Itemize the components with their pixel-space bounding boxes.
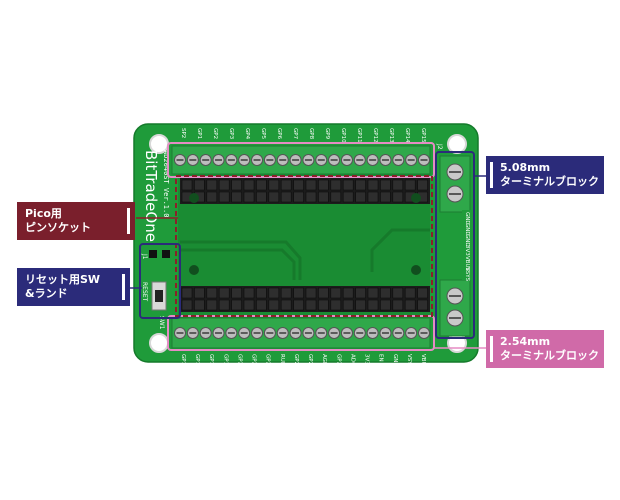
pin-label: GP20 xyxy=(236,354,242,369)
pico-header-top xyxy=(180,178,430,204)
highlight-terminal-508 xyxy=(435,151,475,339)
callout-terminal-508-line2: ターミナルブロック xyxy=(500,175,599,188)
callout-terminal-254: 2.54mm ターミナルブロック xyxy=(486,330,604,368)
reset-switch xyxy=(149,250,170,311)
pin-label: GP21 xyxy=(251,354,257,369)
model-silkscreen: AD2040ST Ver.1.0 xyxy=(162,150,170,217)
callout-reset-sw-line1: リセット用SW xyxy=(25,273,101,286)
side-pin-label: GND xyxy=(464,212,470,225)
sw1-silkscreen: SW1 xyxy=(158,316,165,330)
pin-label: GP13 xyxy=(388,128,394,143)
pin-label: GP16 xyxy=(180,354,186,369)
pcb-board: BitTradeOne AD2040ST Ver.1.0 RESET SW1 J… xyxy=(133,123,479,370)
pin-label: GP9 xyxy=(324,128,330,140)
pin-label: GP22 xyxy=(265,354,271,369)
callout-terminal-508-line1: 5.08mm xyxy=(500,161,551,174)
callout-pico-socket-line1: Pico用 xyxy=(25,207,62,220)
pin-label: GP17 xyxy=(194,354,200,369)
brand-silkscreen: BitTradeOne xyxy=(142,150,160,242)
side-pin-label: GND xyxy=(464,223,470,236)
pin-label: GP8 xyxy=(308,128,314,140)
j1-silkscreen: J1 xyxy=(141,253,148,260)
pin-label: GP15 xyxy=(420,128,426,143)
pin-label: VSYS xyxy=(406,354,412,369)
side-pin-label: VSYS xyxy=(464,267,470,282)
callout-reset-sw-line2: &ランド xyxy=(25,287,68,300)
pin-label: VBUS xyxy=(420,354,426,370)
pin-label: GP18 xyxy=(208,354,214,369)
pin-label: GP28 xyxy=(335,354,341,369)
pin-label: GP2 xyxy=(212,128,218,139)
side-pin-label: 3V3 xyxy=(464,245,470,256)
pin-label: RUN xyxy=(279,354,285,366)
callout-terminal-254-line1: 2.54mm xyxy=(500,335,551,348)
pin-label: GND xyxy=(392,354,398,367)
j2-silkscreen: J2 xyxy=(436,143,443,150)
callout-pico-socket-line2: ピンソケット xyxy=(25,221,91,234)
pin-label: GP12 xyxy=(372,128,378,143)
pin-label: GP1 xyxy=(196,128,202,139)
mounting-hole xyxy=(149,333,169,353)
pin-label: GP19 xyxy=(222,354,228,369)
pin-label: GP5 xyxy=(260,128,266,140)
pin-label: GP4 xyxy=(244,128,250,140)
pin-label: GP26 xyxy=(293,354,299,369)
highlight-terminal-254-bottom xyxy=(167,315,435,351)
pin-label: SP2 xyxy=(180,128,186,138)
pin-label: GP6 xyxy=(276,128,282,140)
highlight-pico-socket xyxy=(175,175,433,317)
highlight-reset xyxy=(139,243,181,319)
callout-terminal-508: 5.08mm ターミナルブロック xyxy=(486,156,604,194)
pin-label: GP27 xyxy=(307,354,313,369)
callout-reset-sw: リセット用SW &ランド xyxy=(17,268,130,306)
terminal-block-top xyxy=(171,145,431,175)
callout-terminal-254-line2: ターミナルブロック xyxy=(500,349,599,362)
pin-label: 3V3 xyxy=(364,354,370,365)
pin-label: GP11 xyxy=(356,128,362,143)
callout-pico-socket: Pico用 ピンソケット xyxy=(17,202,135,240)
mounting-hole xyxy=(447,134,467,154)
side-pin-label: VBUS xyxy=(464,256,470,272)
pin-label: EN xyxy=(378,354,384,362)
terminal-block-right xyxy=(439,155,476,337)
pin-label: GP10 xyxy=(340,128,346,143)
pico-header-bottom xyxy=(180,286,430,312)
pin-label: AGND xyxy=(321,354,327,370)
side-pin-label: GND xyxy=(464,234,470,247)
mounting-hole xyxy=(447,333,467,353)
pin-label: GP3 xyxy=(228,128,234,140)
pin-label: ADC xyxy=(349,354,355,366)
reset-silkscreen: RESET xyxy=(141,282,148,302)
pin-label: GP7 xyxy=(292,128,298,140)
pin-label: GP14 xyxy=(404,128,410,143)
terminal-block-bottom xyxy=(171,317,431,349)
